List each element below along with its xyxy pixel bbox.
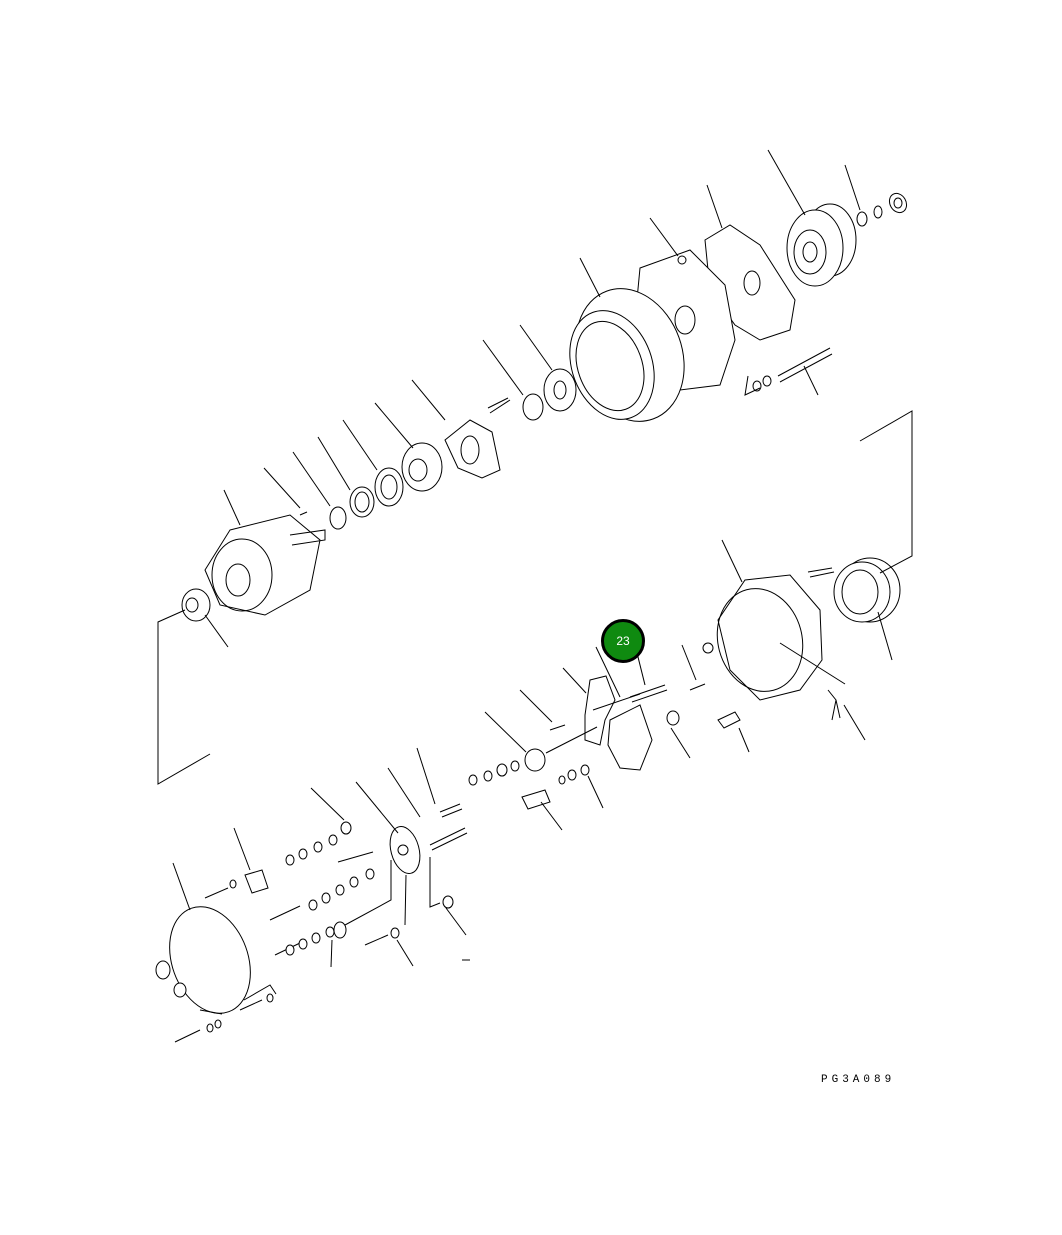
brush-icon (827, 689, 841, 721)
rectifier-plate-icon (389, 826, 421, 874)
terminal-icon (689, 683, 706, 691)
bearing-icon (401, 442, 443, 492)
rear-housing-icon (716, 574, 823, 701)
bolt-icon (629, 684, 668, 703)
regulator-coil-icon (807, 557, 901, 623)
screw-icon (549, 724, 566, 731)
retainer-plate-icon (444, 419, 501, 479)
callout-badge-23[interactable]: 23 (601, 619, 645, 663)
washer-icon (329, 506, 347, 530)
screw-icon (204, 887, 229, 899)
key-icon (299, 511, 308, 516)
bushing-icon (333, 921, 347, 939)
bolt-icon (717, 711, 741, 729)
washer-icon (349, 486, 375, 518)
washer-icon (666, 710, 680, 726)
spacer-icon (522, 393, 544, 421)
leader-lines (157, 149, 913, 1015)
through-bolt-icon (777, 347, 833, 383)
screw-icon (364, 934, 389, 946)
stator-icon (569, 288, 685, 422)
drawing-code: PG3A089 (821, 1074, 896, 1086)
screw-icon (239, 999, 263, 1011)
stud-icon (521, 789, 551, 810)
washer-icon (873, 205, 883, 219)
brush-holder-icon (584, 675, 653, 771)
bolt-icon (429, 827, 468, 851)
nut-icon (173, 982, 187, 998)
rear-bearing-icon (181, 588, 211, 622)
pulley-icon (786, 203, 857, 287)
grommet-icon (702, 642, 714, 654)
washer-icon (442, 895, 454, 909)
nut-icon (888, 192, 908, 214)
rotor-icon (204, 514, 326, 616)
screw-icon (174, 1029, 201, 1043)
bolt-icon (439, 803, 463, 818)
screw-icon (269, 905, 301, 921)
cover-plate-icon (374, 467, 404, 507)
screw-icon (487, 397, 511, 414)
insulator-icon (155, 960, 171, 980)
cover-block-icon (244, 869, 269, 894)
heat-sink-plate-icon (169, 906, 251, 1014)
washer-icon (856, 211, 868, 227)
bearing-icon (543, 368, 577, 412)
bushing-icon (524, 748, 546, 772)
